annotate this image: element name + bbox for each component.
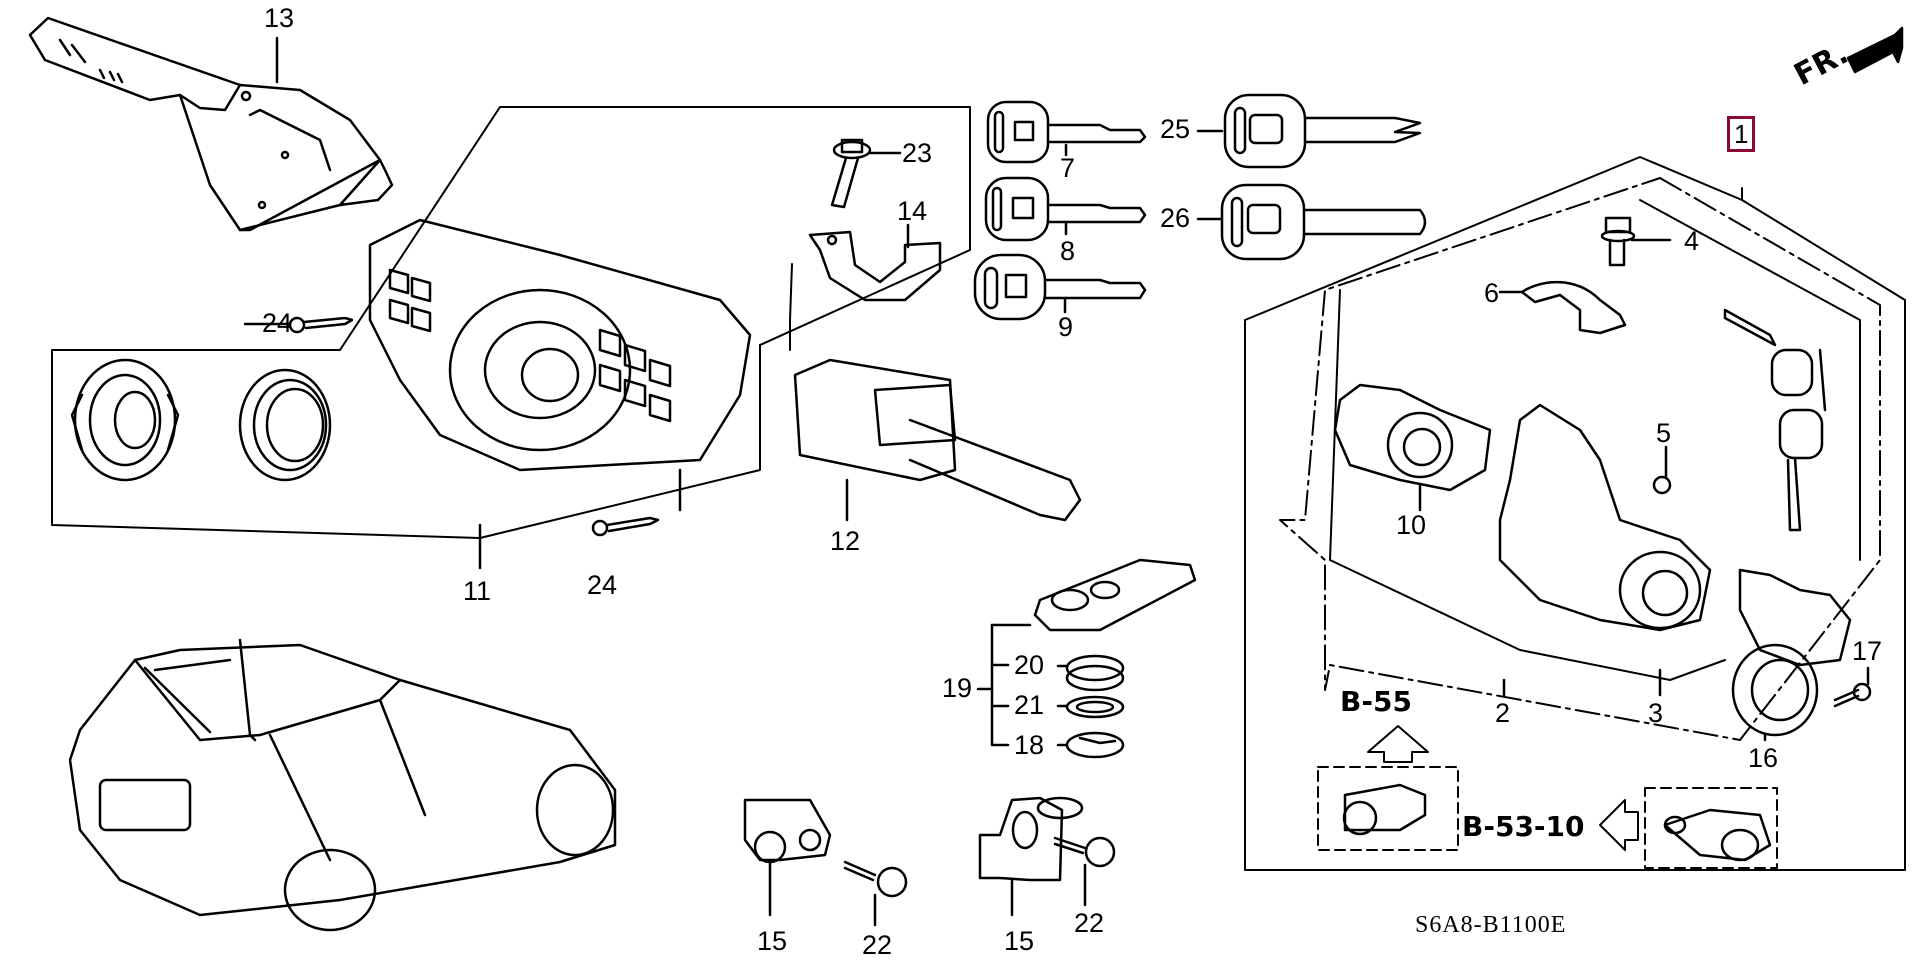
steering-lock-2-3-illustration [1498,403,1712,697]
actuator-15a-illustration [743,798,832,917]
callout-25[interactable]: 25 [1160,114,1191,144]
cylinder-set-frame [1244,156,1906,871]
callout-21[interactable]: 21 [1014,690,1045,720]
callout-22b[interactable]: 22 [1074,908,1105,938]
callout-3[interactable]: 3 [1648,698,1664,728]
screw-17-illustration [1833,666,1872,708]
callout-13[interactable]: 13 [264,3,295,33]
callout-17[interactable]: 17 [1852,636,1883,666]
callout-26[interactable]: 26 [1160,203,1191,233]
callout-4[interactable]: 4 [1684,226,1700,256]
callout-14[interactable]: 14 [897,196,928,226]
callout-16[interactable]: 16 [1748,743,1779,773]
callout-5[interactable]: 5 [1656,418,1672,448]
keyless-remote-illustration [976,558,1197,759]
screw-24a-illustration [243,316,354,334]
reference-b53-10[interactable]: B-53-10 [1462,810,1585,843]
callout-2[interactable]: 2 [1495,698,1511,728]
callout-1-highlighted[interactable]: 1 [1727,116,1756,152]
callout-23[interactable]: 23 [902,138,933,168]
bolt-4-illustration [1600,216,1672,267]
lighting-switch-illustration [793,358,1082,522]
callout-24b[interactable]: 24 [587,570,618,600]
door-cylinder-10-illustration [1333,383,1492,512]
callout-7[interactable]: 7 [1060,153,1076,183]
callout-12[interactable]: 12 [830,526,861,556]
diagram-code: S6A8-B1100E [1415,912,1567,938]
front-direction-arrow [1846,26,1904,74]
callout-9[interactable]: 9 [1058,312,1074,342]
callout-8[interactable]: 8 [1060,236,1076,266]
bolt-23-illustration [830,138,902,209]
ref-b55-box [1317,725,1459,851]
car-illustration [68,638,617,932]
key-7-illustration [986,100,1147,164]
callout-19[interactable]: 19 [942,673,973,703]
key-8-illustration [984,176,1147,242]
clamp-6-illustration [1498,280,1627,335]
screw-22b-illustration [1053,836,1116,907]
screw-24b-illustration [591,468,682,537]
callout-10[interactable]: 10 [1396,510,1427,540]
actuator-15b-illustration [978,796,1084,917]
keys-set-illustration [1723,308,1827,532]
screw-5-illustration [1652,445,1672,495]
key-26-illustration [1196,183,1427,261]
wiper-switch-illustration [28,16,394,232]
callout-22a[interactable]: 22 [862,930,893,960]
bracket-14-illustration [789,223,942,351]
screw-22a-illustration [843,860,908,927]
key-9-illustration [973,253,1147,321]
callout-15a[interactable]: 15 [757,926,788,956]
combination-switch-illustration [51,106,971,570]
callout-11[interactable]: 11 [463,576,492,606]
reference-b55[interactable]: B-55 [1340,685,1412,718]
callout-18[interactable]: 18 [1014,730,1045,760]
immobilizer-16-illustration [1731,568,1852,742]
ref-b5310-box [1599,787,1778,869]
callout-15b[interactable]: 15 [1004,926,1035,956]
callout-6[interactable]: 6 [1484,278,1500,308]
callout-24a[interactable]: 24 [262,308,293,338]
key-25-illustration [1196,93,1422,169]
callout-20[interactable]: 20 [1014,650,1045,680]
